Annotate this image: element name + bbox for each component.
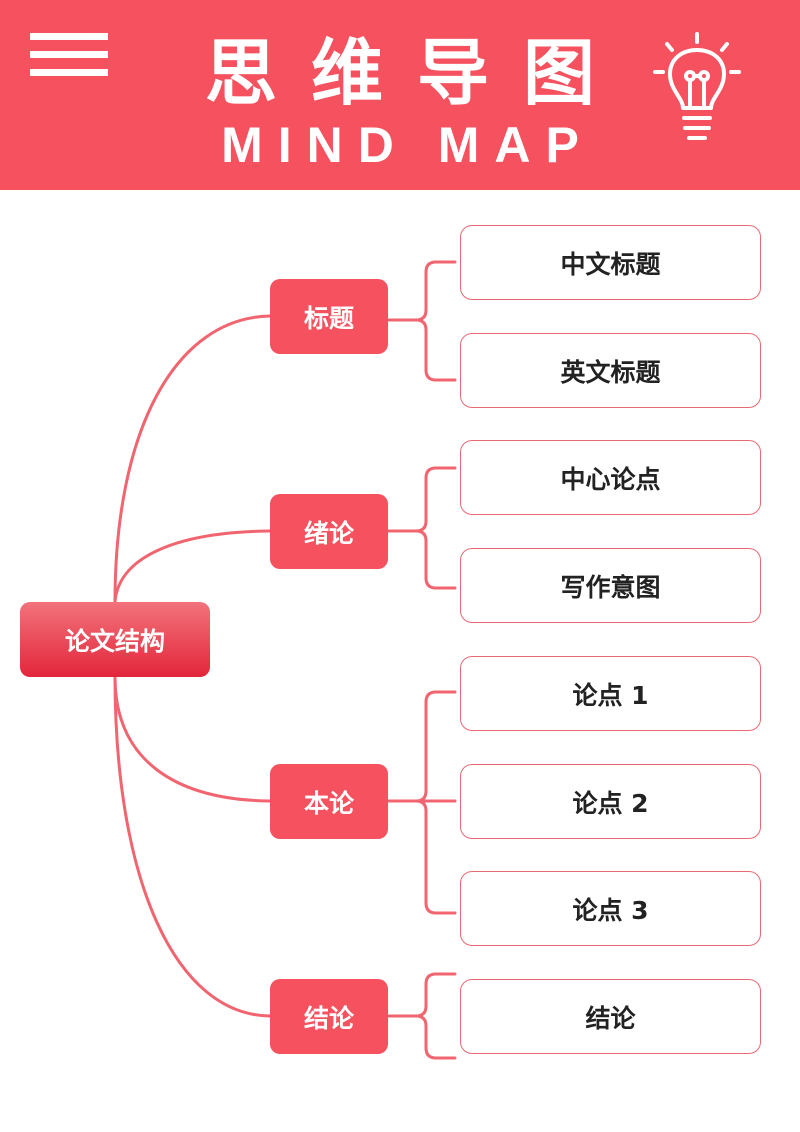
leaf-node-conclusion[interactable]: 结论: [460, 979, 761, 1054]
hamburger-menu-icon[interactable]: [30, 33, 108, 77]
connector-root-to-title: [113, 314, 272, 604]
leaf-node-writing-intent[interactable]: 写作意图: [460, 548, 761, 623]
header-banner: 思维导图 MIND MAP: [0, 0, 800, 190]
connector-root-to-body: [113, 675, 272, 803]
branch-node-title[interactable]: 标题: [270, 279, 388, 354]
connector-introduction-to-leaf-2: [414, 529, 457, 590]
leaf-node-central-argument[interactable]: 中心论点: [460, 440, 761, 515]
branch-node-introduction[interactable]: 绪论: [270, 494, 388, 569]
connector-body-to-leaf-3: [414, 799, 457, 915]
lightbulb-icon: [653, 32, 741, 140]
leaf-node-english-title[interactable]: 英文标题: [460, 333, 761, 408]
connector-root-to-conclusion: [113, 675, 272, 1018]
connector-title-to-leaf-2: [414, 318, 457, 382]
title-chinese: 思维导图: [204, 31, 629, 115]
connector-title-to-leaf-1: [386, 260, 457, 322]
connector-body-to-leaf-1: [386, 690, 457, 803]
connector-conclusion-to-leaf-bottom: [414, 1014, 457, 1060]
leaf-node-point-2[interactable]: 论点 2: [460, 764, 761, 839]
leaf-node-point-1[interactable]: 论点 1: [460, 656, 761, 731]
connector-introduction-to-leaf-1: [386, 466, 457, 533]
leaf-node-point-3[interactable]: 论点 3: [460, 871, 761, 946]
branch-node-body[interactable]: 本论: [270, 764, 388, 839]
title-english: MIND MAP: [221, 117, 594, 173]
branch-node-conclusion[interactable]: 结论: [270, 979, 388, 1054]
leaf-node-chinese-title[interactable]: 中文标题: [460, 225, 761, 300]
connector-root-to-introduction: [113, 529, 272, 604]
root-node[interactable]: 论文结构: [20, 602, 210, 677]
connector-conclusion-to-leaf-top: [386, 972, 457, 1018]
